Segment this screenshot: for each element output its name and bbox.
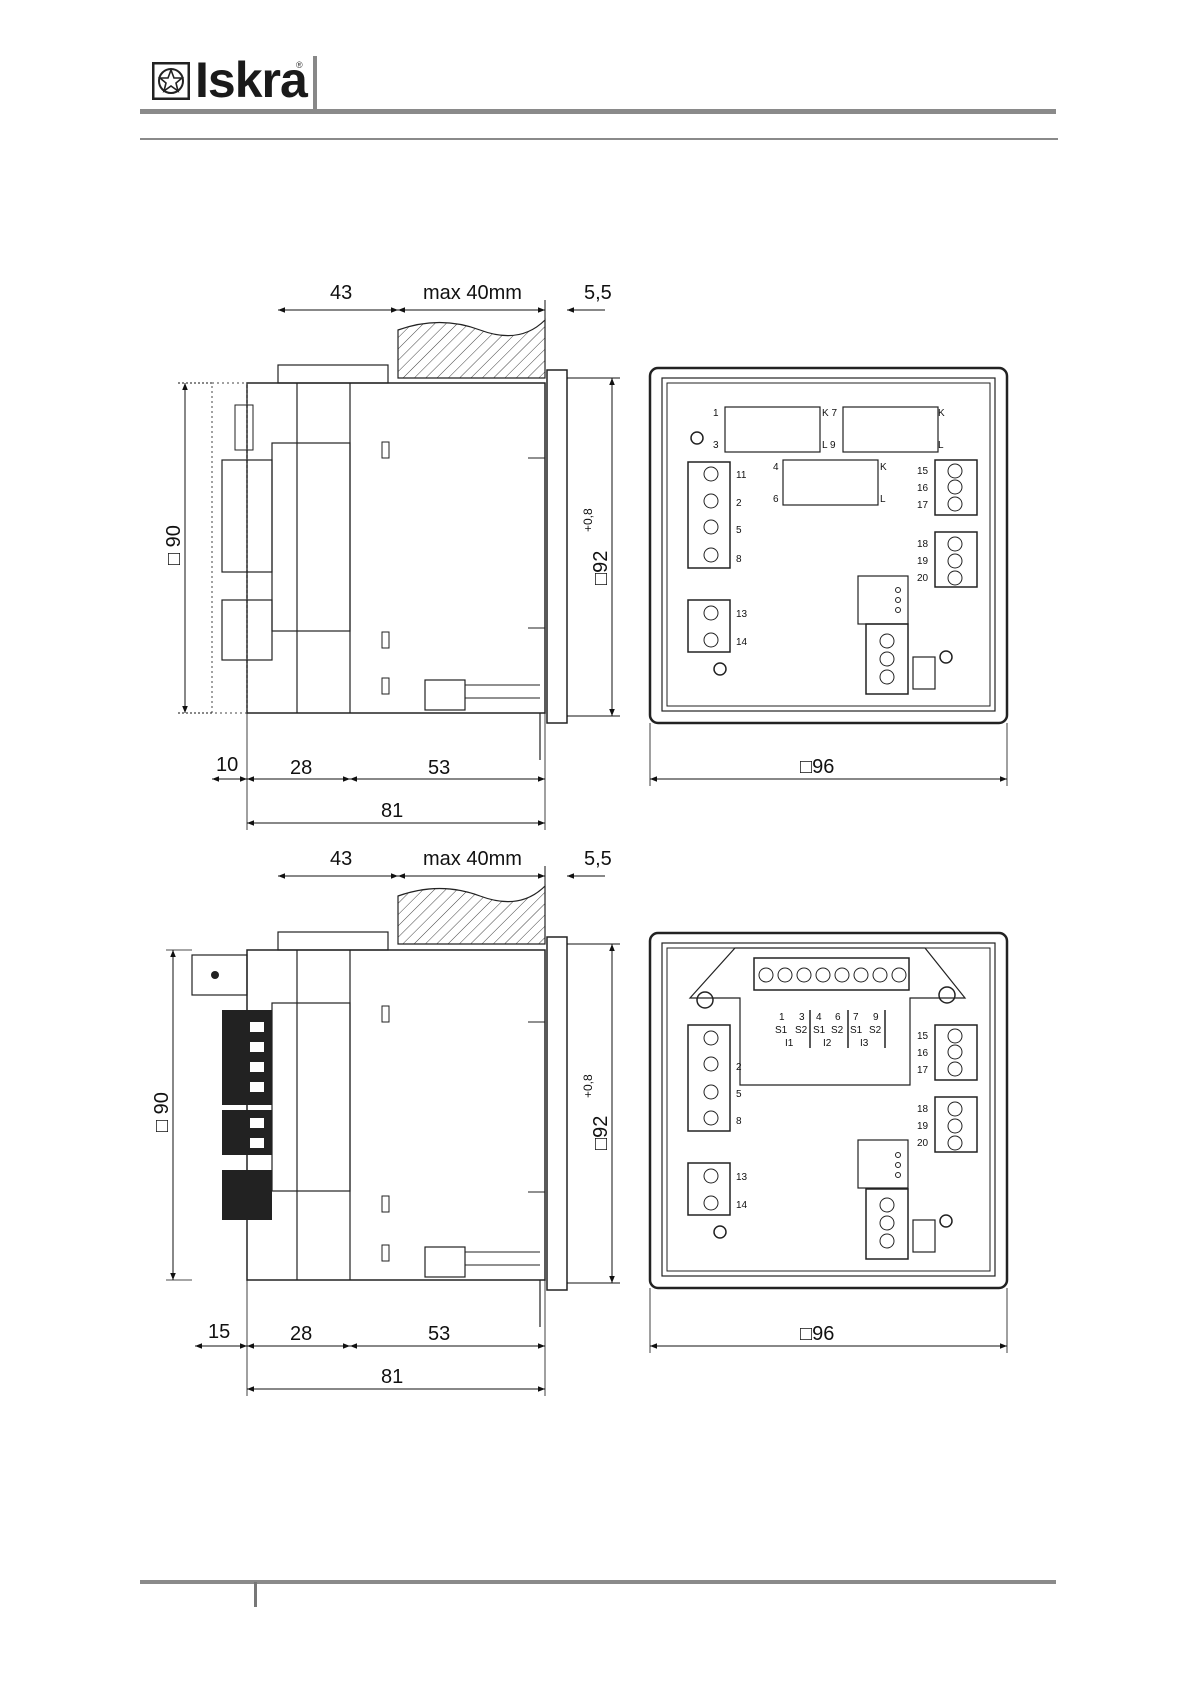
label-i3: I3	[860, 1038, 869, 1049]
dim-90: □ 90	[163, 525, 185, 565]
dim-15: 15	[208, 1321, 230, 1343]
dim-90: □ 90	[151, 1092, 173, 1132]
term-20: 20	[917, 1138, 929, 1149]
term-3: 3	[713, 440, 719, 451]
term-1: 1	[713, 408, 719, 419]
dim-5-5: 5,5	[584, 282, 612, 304]
term-l9: L 9	[822, 440, 836, 451]
term-16: 16	[917, 483, 929, 494]
term-2: 2	[736, 1062, 742, 1073]
footer-divider	[254, 1582, 257, 1607]
term-s1c: S1	[850, 1025, 863, 1036]
dim-92-tolerance: +0,8	[581, 508, 595, 532]
footer-rule	[140, 1580, 1056, 1584]
term-s2a: S2	[795, 1025, 808, 1036]
term-15: 15	[917, 466, 929, 477]
dim-96: □96	[800, 1323, 834, 1345]
term-n3: 3	[799, 1012, 805, 1023]
rear-view-top: 1 3 K 7 L 9 K L 4 6 K L 11 2 5 8 13 14 1…	[650, 368, 1007, 786]
dim-43: 43	[330, 848, 352, 870]
term-n7: 7	[853, 1012, 859, 1023]
term-n9: 9	[873, 1012, 879, 1023]
term-16: 16	[917, 1048, 929, 1059]
term-20: 20	[917, 573, 929, 584]
term-k7: K 7	[822, 408, 837, 419]
term-19: 19	[917, 1121, 929, 1132]
term-5: 5	[736, 525, 742, 536]
term-17: 17	[917, 500, 929, 511]
term-n6: 6	[835, 1012, 841, 1023]
label-i1: I1	[785, 1038, 794, 1049]
dim-92: □92	[590, 1116, 612, 1150]
term-13: 13	[736, 1172, 748, 1183]
dim-5-5: 5,5	[584, 848, 612, 870]
term-13: 13	[736, 609, 748, 620]
term-s2b: S2	[831, 1025, 844, 1036]
term-4: 4	[773, 462, 779, 473]
term-18: 18	[917, 539, 929, 550]
dim-max-40mm: max 40mm	[423, 848, 522, 870]
dim-96: □96	[800, 756, 834, 778]
term-8: 8	[736, 554, 742, 565]
term-s1a: S1	[775, 1025, 788, 1036]
dim-92-tolerance: +0,8	[581, 1074, 595, 1098]
term-14: 14	[736, 1200, 748, 1211]
term-l-c: L	[880, 494, 886, 505]
term-s2c: S2	[869, 1025, 882, 1036]
term-11: 11	[736, 470, 747, 481]
side-view-bottom: 43 max 40mm 5,5 □ 90	[151, 848, 620, 1396]
term-k: K	[938, 408, 945, 419]
term-k-c: K	[880, 462, 887, 473]
term-19: 19	[917, 556, 929, 567]
term-n4: 4	[816, 1012, 822, 1023]
dim-28: 28	[290, 1323, 312, 1345]
term-15: 15	[917, 1031, 929, 1042]
term-2: 2	[736, 498, 742, 509]
dim-81: 81	[381, 800, 403, 822]
term-14: 14	[736, 637, 748, 648]
rear-view-bottom: 1 3 4 6 7 9 S1 S2 S1 S2 S1 S2 I1 I2 I3 2…	[650, 933, 1007, 1353]
dim-10: 10	[216, 754, 238, 776]
term-n1: 1	[779, 1012, 785, 1023]
dim-max-40mm: max 40mm	[423, 282, 522, 304]
dim-28: 28	[290, 757, 312, 779]
term-l: L	[938, 440, 944, 451]
term-s1b: S1	[813, 1025, 826, 1036]
dim-53: 53	[428, 757, 450, 779]
term-17: 17	[917, 1065, 929, 1076]
side-view-top: 43 max 40mm 5,5 □ 90	[163, 282, 620, 830]
dim-92: □92	[590, 551, 612, 585]
dim-53: 53	[428, 1323, 450, 1345]
term-18: 18	[917, 1104, 929, 1115]
term-5: 5	[736, 1089, 742, 1100]
label-i2: I2	[823, 1038, 832, 1049]
term-8: 8	[736, 1116, 742, 1127]
term-6: 6	[773, 494, 779, 505]
dim-81: 81	[381, 1366, 403, 1388]
dim-43: 43	[330, 282, 352, 304]
